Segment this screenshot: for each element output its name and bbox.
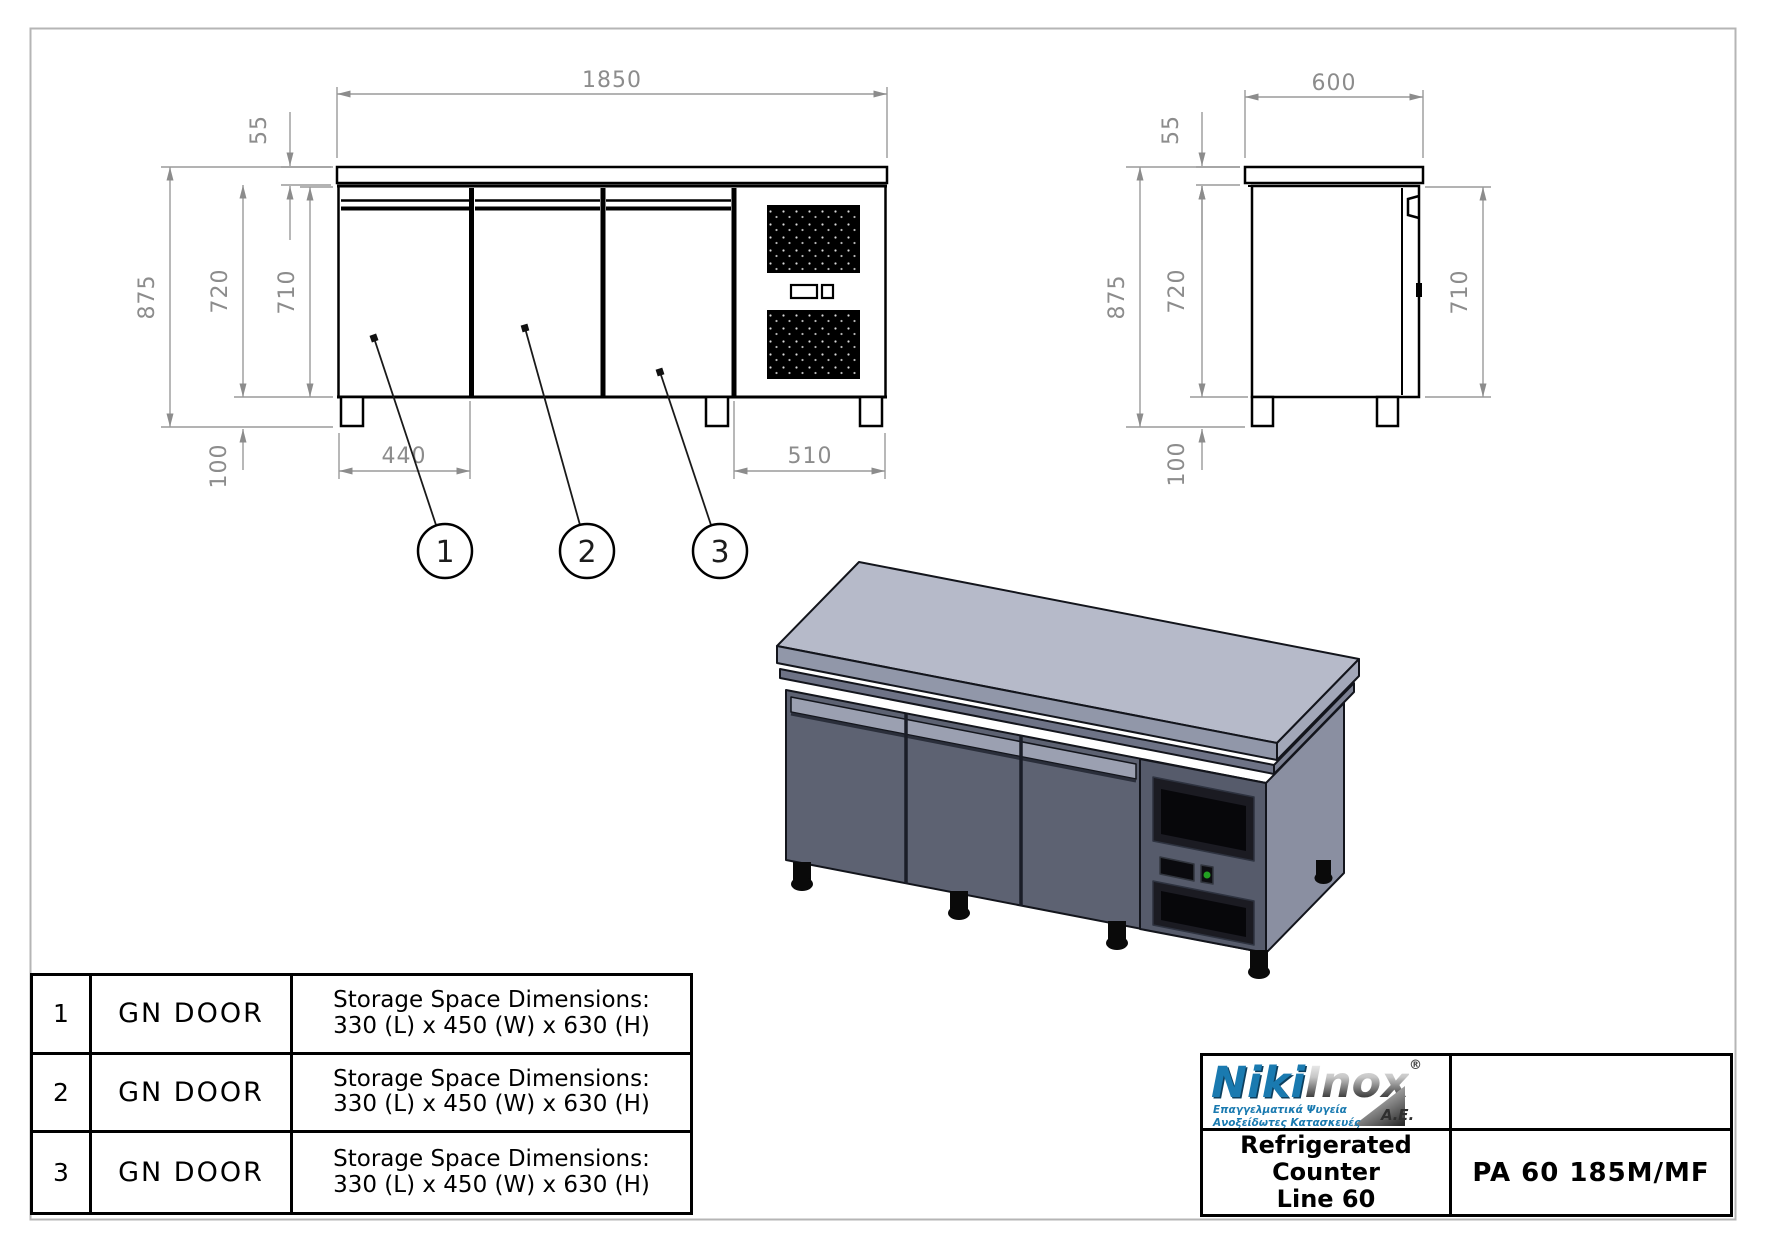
part-desc-line1: Storage Space Dimensions: [333, 1145, 650, 1172]
dim-side-leg-height: 100 [1165, 442, 1190, 487]
dim-front-door-width: 440 [382, 444, 427, 469]
side-legs [1250, 395, 1400, 428]
side-countertop [1243, 165, 1425, 185]
part-row-1-description: Storage Space Dimensions: 330 (L) x 450 … [293, 976, 690, 1055]
part-number: 3 [53, 1158, 69, 1188]
sheet-border-frame [29, 27, 1737, 1221]
callout-number-2: 2 [577, 535, 596, 570]
dim-front-height-overall: 875 [135, 275, 160, 320]
iso-countertop-side [1276, 658, 1360, 761]
front-legs [339, 395, 884, 428]
part-number: 1 [53, 999, 69, 1029]
part-row-2-number: 2 [33, 1054, 92, 1134]
part-row-3-number: 3 [33, 1133, 92, 1212]
callouts: 1 2 3 [369, 323, 749, 580]
front-dimension-lines [161, 87, 888, 479]
callout-number-3: 3 [710, 535, 729, 570]
part-desc-line2: 330 (L) x 450 (W) x 630 (H) [333, 1171, 650, 1198]
control-display [789, 283, 819, 300]
callout-circle-2 [558, 522, 616, 580]
front-view-outline [335, 165, 889, 428]
dim-side-height-door: 710 [1448, 270, 1473, 315]
model-code-cell: PA 60 185M/MF [1452, 1131, 1730, 1214]
title-block: NikiInox® Επαγγελματικά Ψυγεία Ανοξείδωτ… [1200, 1053, 1733, 1217]
side-view: 600 55 875 720 100 710 [1105, 71, 1491, 487]
callout-circle-1 [416, 522, 474, 580]
dim-front-compressor-width: 510 [788, 444, 833, 469]
product-name-line1: Refrigerated Counter [1240, 1131, 1412, 1187]
dim-front-counter-thickness: 55 [247, 115, 272, 145]
part-desc-line1: Storage Space Dimensions: [333, 987, 650, 1014]
brand-tagline: Επαγγελματικά Ψυγεία Ανοξείδωτες Κατασκε… [1213, 1104, 1360, 1130]
vent-grille-lower [767, 310, 860, 379]
callout-number-1: 1 [435, 535, 454, 570]
brand-niki: Niki [1211, 1058, 1306, 1108]
part-name: GN DOOR [118, 1157, 264, 1189]
part-row-3-description: Storage Space Dimensions: 330 (L) x 450 … [293, 1133, 690, 1212]
part-row-1-name: GN DOOR [92, 976, 293, 1055]
model-code: PA 60 185M/MF [1472, 1157, 1710, 1188]
dim-side-height-body: 720 [1165, 269, 1190, 314]
dim-side-counter-thickness: 55 [1159, 115, 1184, 145]
control-switch [820, 283, 835, 300]
dim-front-height-body: 720 [208, 269, 233, 314]
iso-lip-side [1273, 682, 1355, 775]
side-dimension-lines [1126, 90, 1491, 470]
front-countertop [335, 165, 889, 185]
product-name: Refrigerated Counter Line 60 [1203, 1132, 1449, 1213]
product-name-cell: Refrigerated Counter Line 60 [1203, 1131, 1452, 1214]
side-body [1250, 184, 1421, 399]
part-desc-line2: 330 (L) x 450 (W) x 630 (H) [333, 1012, 650, 1039]
side-door-handle [1406, 194, 1420, 220]
dim-front-leg-height: 100 [207, 444, 232, 489]
part-name: GN DOOR [118, 1076, 264, 1108]
front-view: 1850 55 875 720 710 100 440 510 [135, 68, 889, 580]
part-number: 2 [53, 1077, 69, 1107]
part-desc-line2: 330 (L) x 450 (W) x 630 (H) [333, 1091, 650, 1118]
iso-power-led [1203, 871, 1211, 879]
dim-side-depth: 600 [1312, 71, 1357, 96]
brand-wordmark: NikiInox® [1211, 1058, 1422, 1108]
part-name: GN DOOR [118, 998, 264, 1030]
tagline-line2: Ανοξείδωτες Κατασκευές [1213, 1117, 1361, 1130]
dim-front-width-overall: 1850 [582, 68, 642, 93]
dim-front-height-door: 710 [275, 270, 300, 315]
part-row-1-number: 1 [33, 976, 92, 1055]
company-suffix: Α.Ε. [1381, 1106, 1415, 1124]
tagline-line1: Επαγγελματικά Ψυγεία [1213, 1104, 1347, 1116]
iso-display [1159, 856, 1195, 882]
title-block-empty-cell [1452, 1056, 1730, 1131]
part-desc-line1: Storage Space Dimensions: [333, 1065, 650, 1092]
isometric-view [776, 561, 1360, 979]
part-row-2-name: GN DOOR [92, 1054, 293, 1134]
part-row-3-name: GN DOOR [92, 1133, 293, 1212]
parts-table: 1 GN DOOR Storage Space Dimensions: 330 … [30, 973, 693, 1215]
callout-circle-3 [691, 522, 749, 580]
brand-logo: NikiInox® Επαγγελματικά Ψυγεία Ανοξείδωτ… [1203, 1056, 1452, 1131]
iso-feet [791, 860, 1333, 979]
side-view-outline [1243, 165, 1425, 428]
registered-mark: ® [1408, 1058, 1422, 1073]
part-row-2-description: Storage Space Dimensions: 330 (L) x 450 … [293, 1055, 690, 1134]
side-door-hinge [1416, 283, 1422, 297]
vent-grille-upper [767, 205, 860, 273]
product-name-line2: Line 60 [1276, 1184, 1376, 1213]
dim-side-height-overall: 875 [1105, 275, 1130, 320]
